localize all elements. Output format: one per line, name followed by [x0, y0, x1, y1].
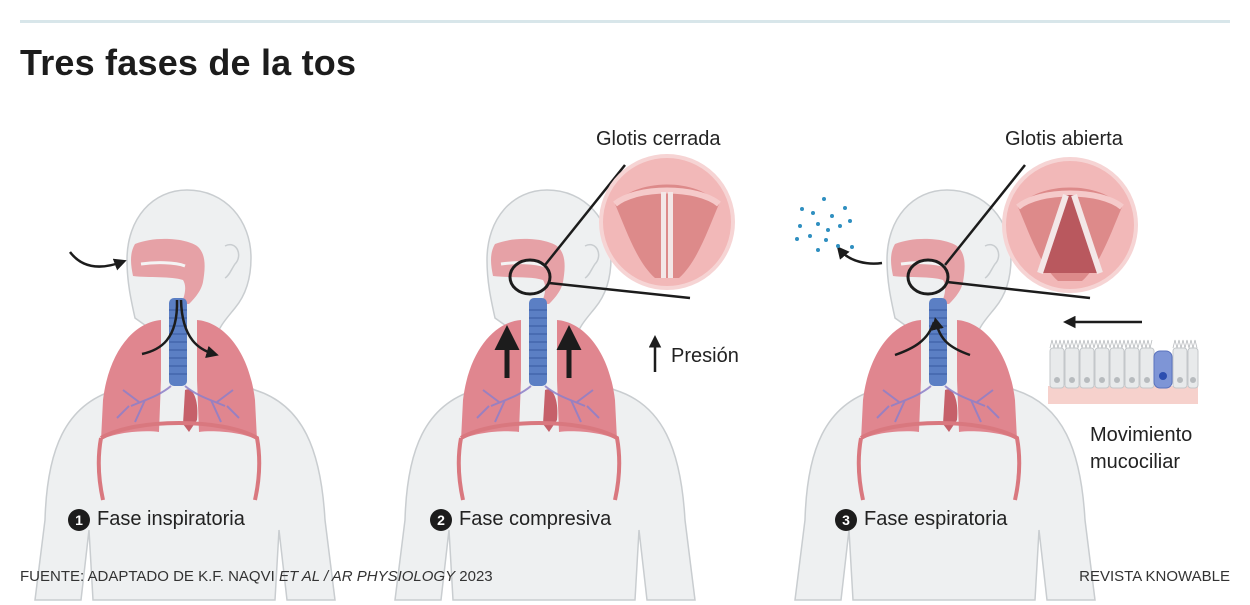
phase-2-label: 2 Fase compresiva	[430, 508, 611, 531]
figure-phase-1	[33, 188, 337, 602]
phase-3-label: 3 Fase espiratoria	[835, 508, 1007, 531]
glottis-highlight-ring	[508, 258, 552, 296]
source-credit: FUENTE: ADAPTADO DE K.F. NAQVI ET AL / A…	[20, 568, 493, 585]
mucociliary-label-line2: mucociliar	[1090, 451, 1181, 473]
glottis-closed-label: Glotis cerrada	[596, 128, 721, 150]
air-out-of-lungs-arrows	[894, 322, 971, 357]
publisher-credit: REVISTA KNOWABLE	[1079, 568, 1230, 585]
number-badge: 1	[68, 508, 90, 531]
phase-label-text: Fase inspiratoria	[97, 508, 245, 530]
mucociliary-label: Movimiento mucociliar	[1090, 422, 1192, 476]
source-suffix: 2023	[455, 568, 493, 585]
phase-label-text: Fase espiratoria	[864, 508, 1008, 530]
source-italic: ET AL / AR PHYSIOLOGY	[278, 568, 456, 585]
inhale-arrow	[69, 251, 127, 271]
ciliated-epithelium-illustration	[1048, 339, 1199, 404]
phase-label-text: Fase compresiva	[459, 508, 612, 530]
page-title: Tres fases de la tos	[20, 42, 357, 83]
phase-1-label: 1 Fase inspiratoria	[68, 508, 245, 531]
number-badge: 3	[835, 508, 857, 531]
droplets	[795, 197, 854, 252]
number-badge: 2	[430, 508, 452, 531]
mucociliary-label-line1: Movimiento	[1090, 424, 1193, 446]
larynx-closed-illustration	[601, 156, 733, 288]
top-rule	[20, 20, 1230, 23]
glottis-open-label: Glotis abierta	[1005, 128, 1123, 150]
exhale-arrow	[836, 246, 883, 265]
pressure-label: Presión	[671, 345, 739, 367]
air-into-lungs-arrows	[141, 299, 214, 354]
glottis-highlight-ring	[906, 258, 950, 296]
source-prefix: FUENTE: ADAPTADO DE K.F. NAQVI	[20, 568, 279, 585]
larynx-open-illustration	[1004, 159, 1136, 291]
